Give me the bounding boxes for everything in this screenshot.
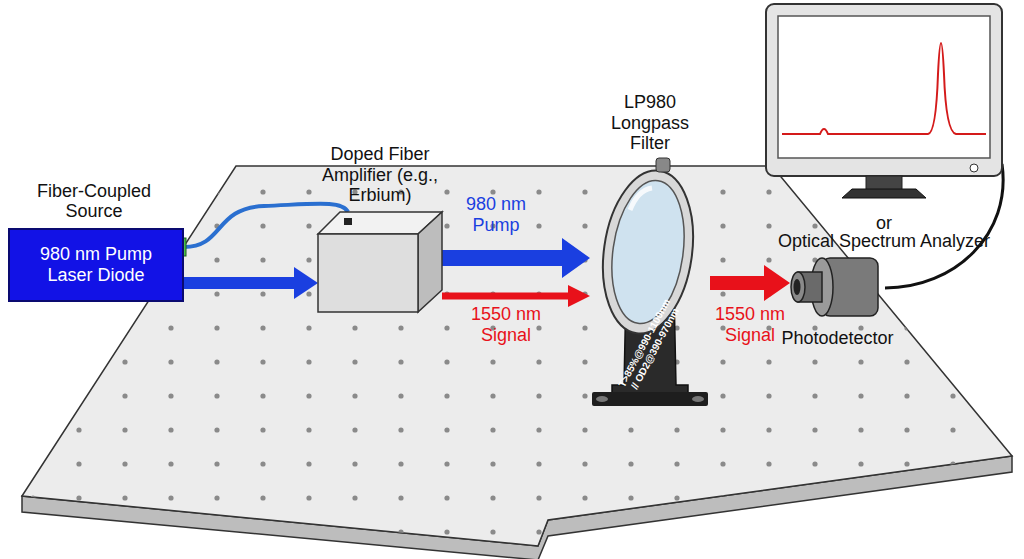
spectrum-monitor: orOptical Spectrum Analyzer — [766, 4, 1002, 199]
beam-arrow — [442, 238, 590, 278]
photodetector-drawing — [790, 252, 885, 322]
beam-arrow — [442, 285, 590, 307]
beam-label: 1550 nm Signal — [456, 304, 556, 345]
part-label: Optical Spectrum Analyzer — [749, 231, 1019, 252]
box-label: 980 nm Pump Laser Diode — [10, 240, 182, 289]
part-label: LP980 Longpass Filter — [595, 92, 705, 154]
longpass-filter: LP980 Longpass FilterT>85%@990-1100nm //… — [590, 170, 710, 406]
part-label: or — [869, 213, 899, 234]
spectrum-monitor-drawing — [766, 4, 1002, 199]
amplifier-box-drawing — [318, 212, 442, 312]
amplifier-box: Doped Fiber Amplifier (e.g., Erbium) — [318, 212, 442, 312]
pump-laser-box: Fiber-Coupled Source980 nm Pump Laser Di… — [8, 228, 184, 302]
part-label: Doped Fiber Amplifier (e.g., Erbium) — [315, 144, 445, 206]
beam-arrow — [184, 267, 318, 299]
part-label: Fiber-Coupled Source — [19, 181, 169, 222]
signal-cable — [885, 164, 1003, 288]
part-label: Photodetector — [768, 328, 908, 349]
beam-arrow — [710, 265, 790, 301]
beam-label: 980 nm Pump — [446, 194, 546, 235]
photodetector: Photodetector — [790, 252, 885, 322]
beam-label: 1550 nm Signal — [700, 304, 800, 345]
